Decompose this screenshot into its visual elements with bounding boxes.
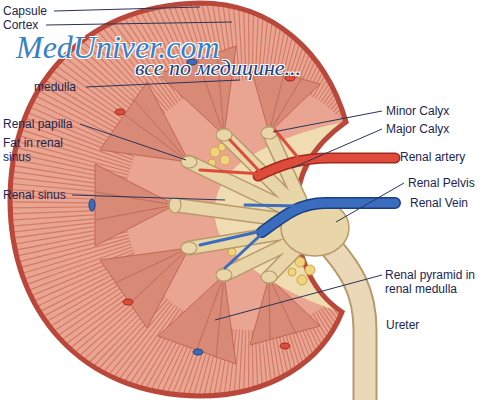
part-label: Renal Pelvis [408,176,475,190]
part-label: Fat in renal sinus [3,136,73,164]
part-label: Major Calyx [386,122,449,136]
watermark: все по медицине... [135,56,301,80]
part-label: Renal artery [400,150,465,164]
part-label: Ureter [386,318,419,332]
cortex-striation [65,20,435,390]
renal-pyramids [95,46,320,364]
calyces [175,133,305,277]
renal-vein [200,203,395,268]
part-label: Renal sinus [3,188,66,202]
part-label: Minor Calyx [386,104,449,118]
part-label: medulla [34,80,76,94]
part-label: Renal papilla [3,117,72,131]
arcuate-vessels [89,59,295,355]
part-label: Renal Vein [410,196,468,210]
ureter [325,240,365,400]
part-label: Renal pyramid in renal medulla [385,268,489,296]
part-label: Capsule [3,4,47,18]
ureter-outline [325,240,365,400]
renal-artery [200,130,395,176]
